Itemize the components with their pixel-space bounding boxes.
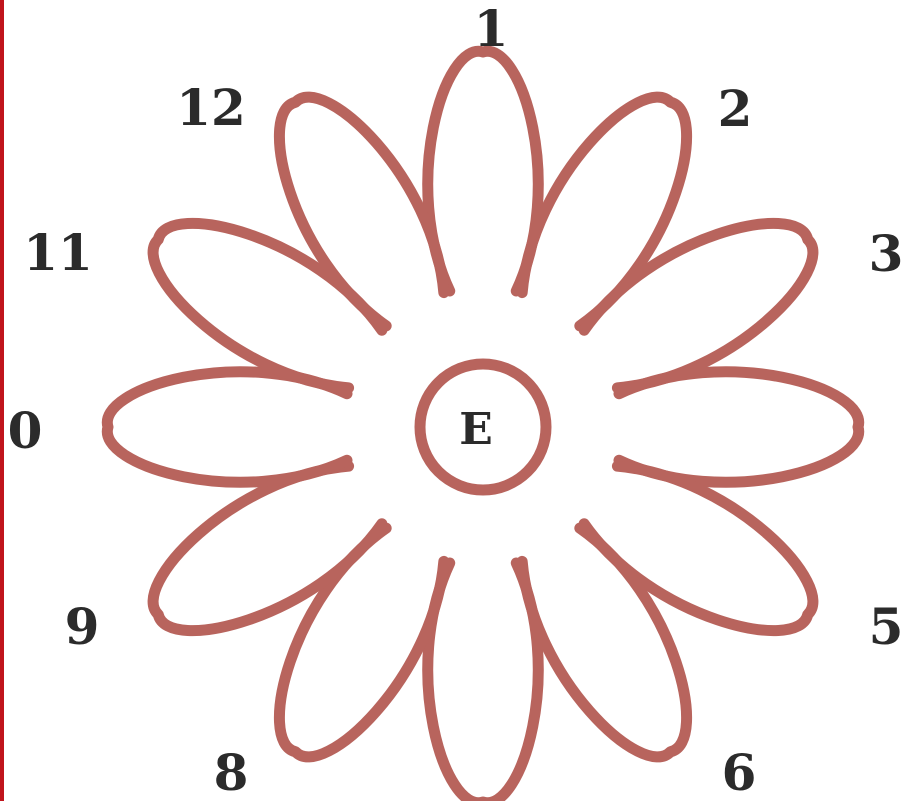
petal-2 — [522, 97, 686, 326]
petal-number-0: 0 — [8, 401, 43, 460]
petal-number-6: 6 — [722, 743, 757, 801]
petal-number-2: 2 — [718, 79, 753, 138]
petal-11 — [153, 223, 382, 387]
petal-9 — [153, 466, 382, 630]
petal-7 — [428, 563, 539, 801]
petal-5 — [584, 466, 813, 630]
petal-number-1: 1 — [474, 0, 509, 58]
petal-number-12: 12 — [176, 78, 246, 137]
petal-3 — [584, 223, 813, 387]
petal-number-11: 11 — [23, 223, 93, 282]
petal-8 — [279, 528, 443, 757]
petal-4 — [619, 372, 859, 483]
petal-number-5: 5 — [869, 597, 904, 656]
petal-number-3: 3 — [869, 224, 904, 283]
petal-12 — [279, 97, 443, 326]
petal-1 — [428, 51, 539, 291]
petal-number-9: 9 — [65, 597, 100, 656]
petal-10 — [107, 372, 347, 483]
petal-number-8: 8 — [214, 743, 249, 801]
petal-6 — [522, 528, 686, 757]
center-label: E — [459, 404, 493, 455]
